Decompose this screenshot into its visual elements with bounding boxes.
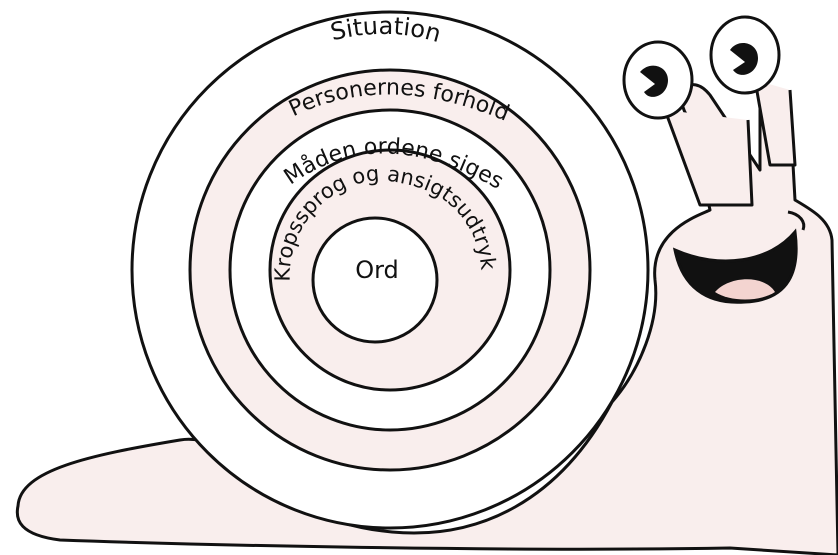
label-ord: Ord [355, 256, 399, 284]
left-eye-stalk [665, 110, 752, 205]
